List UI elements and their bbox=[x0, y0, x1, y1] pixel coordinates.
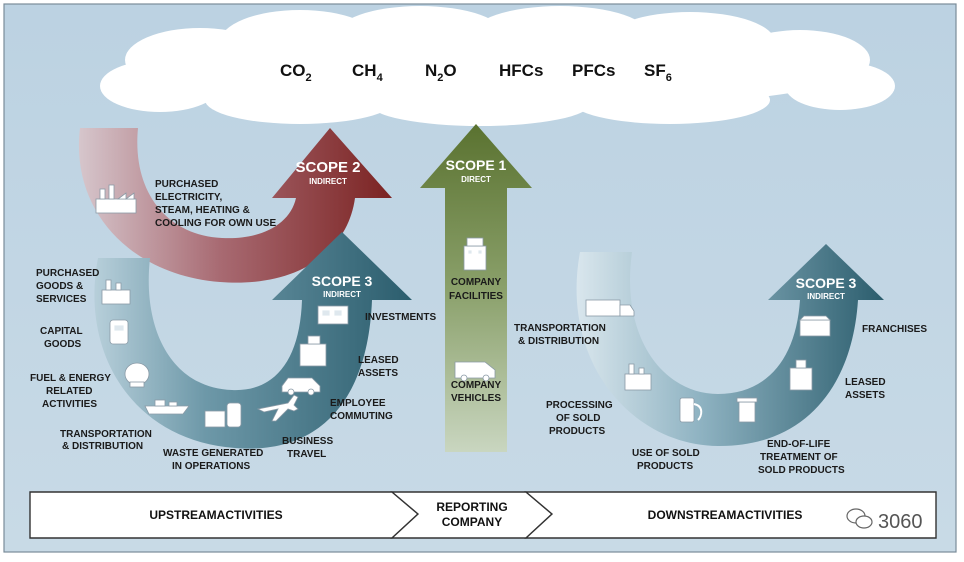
scope3-upstream-arrow bbox=[94, 232, 412, 449]
fuel-tank-icon bbox=[124, 362, 150, 388]
use-sold-label-2: PRODUCTS bbox=[637, 461, 693, 472]
fuel-energy-label-3: ACTIVITIES bbox=[42, 399, 97, 410]
up-leased-label-1: LEASED bbox=[358, 355, 399, 366]
scope2-arrow bbox=[78, 128, 393, 283]
fuel-energy-label-1: FUEL & ENERGY bbox=[30, 373, 111, 384]
purchased-goods-label-3: SERVICES bbox=[36, 294, 87, 305]
down-leased-label-2: ASSETS bbox=[845, 390, 885, 401]
scope2-desc-2: ELECTRICITY, bbox=[155, 192, 222, 203]
purchased-goods-label-1: PURCHASED bbox=[36, 268, 99, 279]
gas-sf6: SF6 bbox=[644, 61, 672, 84]
truck-icon bbox=[585, 299, 635, 317]
ship-icon bbox=[144, 399, 190, 415]
fuel-energy-label-2: RELATED bbox=[46, 386, 92, 397]
waste-label-2: IN OPERATIONS bbox=[172, 461, 250, 472]
scope2-title: SCOPE 2 bbox=[295, 159, 360, 176]
investments-icon bbox=[317, 305, 349, 325]
gas-list: CO2 CH4 N2O HFCs PFCs SF6 bbox=[280, 61, 672, 84]
reporting-company-label-1: REPORTING bbox=[436, 500, 507, 514]
downstream-bar bbox=[524, 491, 937, 539]
up-transport-label-1: TRANSPORTATION bbox=[60, 429, 152, 440]
goods-factory-icon bbox=[101, 279, 131, 305]
scope1-title: SCOPE 1 bbox=[446, 157, 507, 173]
eol-label-1: END-OF-LIFE bbox=[767, 439, 831, 450]
investments-label: INVESTMENTS bbox=[365, 312, 436, 323]
fuel-pump-icon bbox=[679, 397, 703, 423]
eol-label-2: TREATMENT OF bbox=[760, 452, 838, 463]
scope1-arrow bbox=[420, 124, 532, 452]
downstream-activities-label: DOWNSTREAMACTIVITIES bbox=[648, 508, 803, 522]
scope2-subtitle: INDIRECT bbox=[309, 177, 347, 186]
company-facilities-label-1: COMPANY bbox=[451, 277, 502, 288]
scope3-up-subtitle: INDIRECT bbox=[323, 290, 361, 299]
franchise-store-icon bbox=[799, 315, 831, 337]
business-travel-label-1: BUSINESS bbox=[282, 436, 333, 447]
scope3-down-subtitle: INDIRECT bbox=[807, 292, 845, 301]
up-transport-label-2: & DISTRIBUTION bbox=[62, 441, 143, 452]
business-travel-label-2: TRAVEL bbox=[287, 449, 326, 460]
company-vehicles-label-1: COMPANY bbox=[451, 380, 502, 391]
commuting-label-2: COMMUTING bbox=[330, 411, 393, 422]
upstream-activities-label: UPSTREAMACTIVITIES bbox=[149, 508, 282, 522]
use-sold-label-1: USE OF SOLD bbox=[632, 448, 700, 459]
capital-goods-label-2: GOODS bbox=[44, 339, 82, 350]
down-leased-label-1: LEASED bbox=[845, 377, 886, 388]
leased-building-icon bbox=[299, 335, 327, 367]
scope2-desc-4: COOLING FOR OWN USE bbox=[155, 218, 276, 229]
scope3-down-title: SCOPE 3 bbox=[796, 275, 857, 291]
activity-bar bbox=[29, 491, 937, 539]
company-van-icon bbox=[454, 361, 496, 382]
scope3-up-title: SCOPE 3 bbox=[312, 273, 373, 289]
down-transport-label-1: TRANSPORTATION bbox=[514, 323, 606, 334]
gas-co2: CO2 bbox=[280, 61, 312, 84]
capital-goods-label-1: CAPITAL bbox=[40, 326, 83, 337]
gas-hfcs: HFCs bbox=[499, 61, 543, 80]
reporting-company-label-2: COMPANY bbox=[442, 515, 502, 529]
up-leased-label-2: ASSETS bbox=[358, 368, 398, 379]
processing-label-2: OF SOLD bbox=[556, 413, 600, 424]
wechat-logo-icon bbox=[846, 508, 873, 529]
processing-label-3: PRODUCTS bbox=[549, 426, 605, 437]
factory-icon bbox=[95, 184, 137, 214]
purchased-goods-label-2: GOODS & bbox=[36, 281, 83, 292]
scope2-desc-1: PURCHASED bbox=[155, 179, 218, 190]
processing-label-1: PROCESSING bbox=[546, 400, 613, 411]
gas-n2o: N2O bbox=[425, 61, 457, 84]
gas-ch4: CH4 bbox=[352, 61, 384, 84]
car-icon bbox=[281, 377, 321, 396]
scope2-desc-3: STEAM, HEATING & bbox=[155, 205, 250, 216]
scope1-subtitle: DIRECT bbox=[461, 175, 491, 184]
processing-factory-icon bbox=[624, 363, 652, 391]
company-vehicles-label-2: VEHICLES bbox=[451, 393, 501, 404]
waste-label-1: WASTE GENERATED bbox=[163, 448, 263, 459]
cloud-shape bbox=[100, 6, 895, 126]
watermark-text: 3060 bbox=[878, 511, 923, 533]
capital-goods-icon bbox=[109, 319, 129, 345]
commuting-label-1: EMPLOYEE bbox=[330, 398, 386, 409]
gas-pfcs: PFCs bbox=[572, 61, 615, 80]
airplane-icon bbox=[256, 394, 299, 422]
down-transport-label-2: & DISTRIBUTION bbox=[518, 336, 599, 347]
facility-building-icon bbox=[463, 237, 487, 271]
scope3-downstream-arrow bbox=[576, 244, 884, 447]
waste-icon bbox=[204, 402, 242, 428]
company-facilities-label-2: FACILITIES bbox=[449, 291, 503, 302]
down-leased-building-icon bbox=[789, 359, 813, 391]
eol-label-3: SOLD PRODUCTS bbox=[758, 465, 845, 476]
franchises-label: FRANCHISES bbox=[862, 324, 927, 335]
trash-bin-icon bbox=[736, 397, 758, 423]
